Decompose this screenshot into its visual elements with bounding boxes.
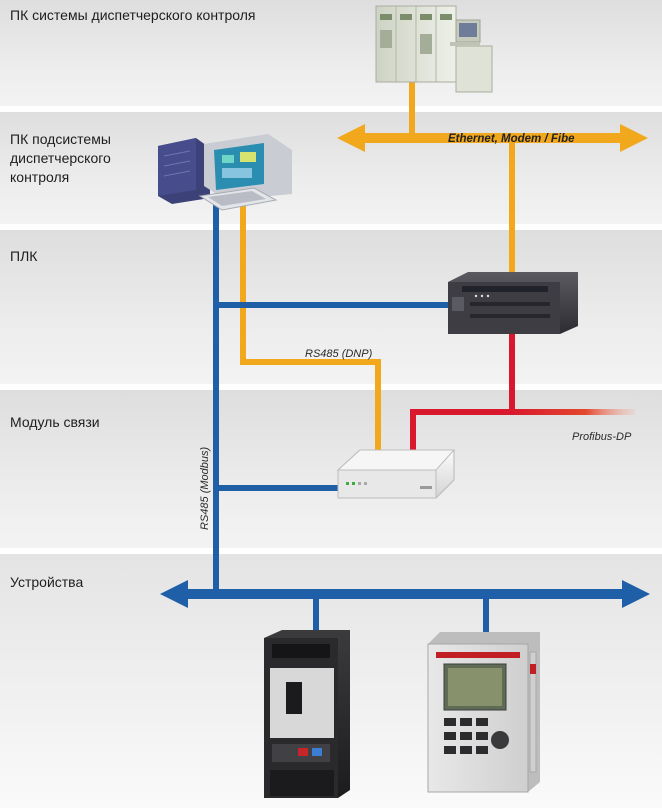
ethernet-label: Ethernet, Modem / Fibe bbox=[448, 133, 575, 145]
zone-separator bbox=[0, 224, 662, 230]
zone-label-sub: ПК подсистемы диспетчерского контроля bbox=[10, 131, 111, 185]
zone-band-sub bbox=[0, 112, 662, 224]
communication-module-icon bbox=[336, 449, 456, 499]
plc-unit-icon bbox=[448, 272, 578, 334]
zone-label-scada: ПК системы диспетчерского контроля bbox=[10, 7, 256, 23]
circuit-breaker-icon bbox=[264, 630, 350, 798]
device-bus-arrow bbox=[160, 580, 650, 608]
rs485-modbus-network bbox=[160, 200, 650, 640]
zone-label-comm: Модуль связи bbox=[10, 414, 100, 430]
zone-separator bbox=[0, 384, 662, 390]
profibus-link-module bbox=[410, 409, 514, 456]
zone-label-plc: ПЛК bbox=[10, 248, 38, 264]
rs485-dnp-line bbox=[240, 205, 381, 456]
rs485-dnp-label: RS485 (DNP) bbox=[305, 348, 373, 360]
protection-relay-icon bbox=[427, 632, 540, 793]
zone-separator bbox=[0, 106, 662, 112]
profibus-label: Profibus-DP bbox=[572, 431, 632, 443]
ethernet-arrow-bus bbox=[337, 124, 648, 152]
zone-band-comm bbox=[0, 390, 662, 548]
zone-separator bbox=[0, 548, 662, 554]
ethernet-network bbox=[337, 82, 648, 279]
server-rack-icon bbox=[375, 5, 493, 93]
profibus-fade-line bbox=[511, 409, 635, 415]
profibus-network bbox=[410, 332, 635, 456]
rs485-modbus-label: RS485 (Modbus) bbox=[199, 447, 211, 530]
zone-label-devices: Устройства bbox=[10, 574, 84, 590]
desktop-pc-icon bbox=[158, 134, 292, 211]
zone-band-scada bbox=[0, 0, 662, 106]
